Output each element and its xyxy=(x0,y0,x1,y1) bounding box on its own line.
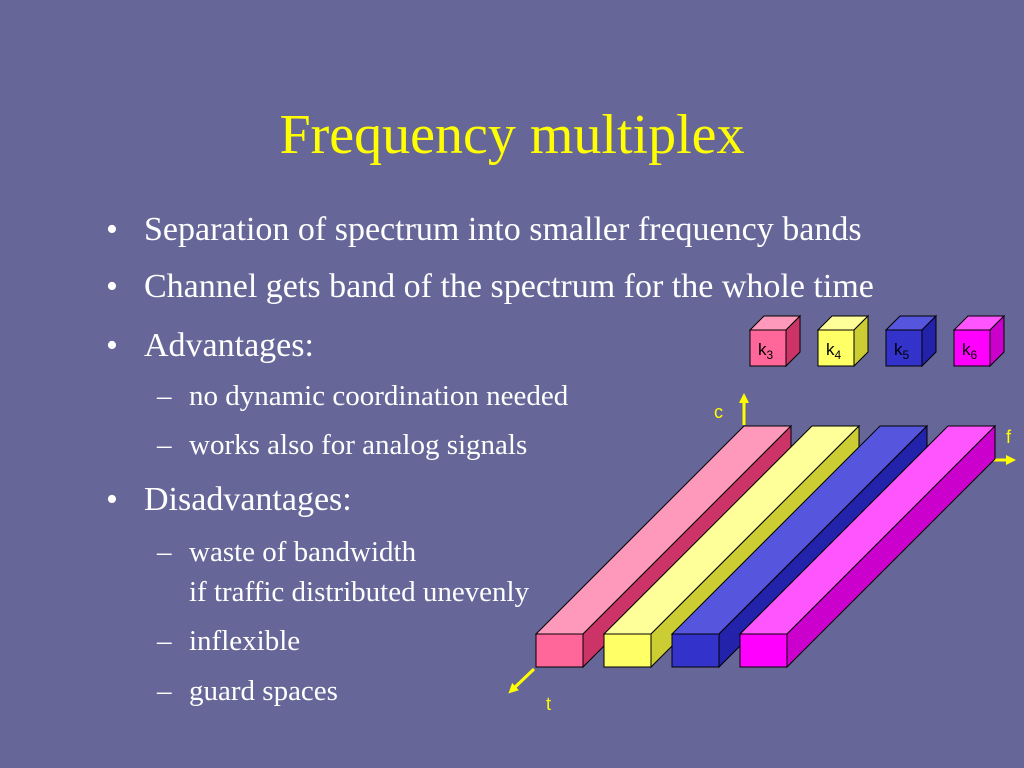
channel-cube-front xyxy=(953,329,991,367)
channel-letter: k xyxy=(758,340,767,359)
sub-bullet-marker: – xyxy=(157,625,172,657)
channel-label: k3 xyxy=(758,340,774,362)
channel-index: 3 xyxy=(767,348,774,362)
bullet-text: Disadvantages: xyxy=(144,481,352,518)
channel-letter: k xyxy=(826,340,835,359)
channel-bars xyxy=(534,424,997,669)
axes-group: c f t xyxy=(508,393,1016,714)
channel-cube-k5: k5 xyxy=(884,314,938,368)
bullet-text: Separation of spectrum into smaller freq… xyxy=(144,211,862,248)
sub-bullet-text: no dynamic coordination needed xyxy=(189,380,569,412)
c-axis-label: c xyxy=(714,402,723,422)
sub-bullet-text: works also for analog signals xyxy=(189,429,528,461)
channel-bar-front xyxy=(603,633,652,668)
sub-bullet-continuation: if traffic distributed unevenly xyxy=(189,574,529,610)
slide-title: Frequency multiplex xyxy=(279,104,745,166)
bullet-marker: • xyxy=(106,211,118,248)
channel-bar-k6 xyxy=(738,424,997,669)
bullet-item: • Disadvantages: xyxy=(106,480,352,520)
channel-cube-k4: k4 xyxy=(816,314,870,368)
channel-cube-k3: k3 xyxy=(748,314,802,368)
t-axis-label: t xyxy=(546,694,551,714)
bullet-item: • Advantages: xyxy=(106,326,314,366)
channel-bar-front xyxy=(535,633,584,668)
sub-bullet-item: – works also for analog signals xyxy=(157,427,528,463)
channel-index: 6 xyxy=(971,348,978,362)
bullet-marker: • xyxy=(106,268,118,305)
sub-bullet-marker: – xyxy=(157,380,172,412)
bullet-item: • Channel gets band of the spectrum for … xyxy=(106,267,874,307)
sub-bullet-item: – guard spaces xyxy=(157,673,338,709)
channel-label: k6 xyxy=(962,340,978,362)
bullet-text: Advantages: xyxy=(144,327,314,364)
bullet-marker: • xyxy=(106,327,118,364)
sub-bullet-text: waste of bandwidth xyxy=(189,536,417,568)
t-axis-arrow xyxy=(508,667,536,694)
channel-bar-front xyxy=(671,633,720,668)
sub-bullet-marker: – xyxy=(157,536,172,568)
channel-letter: k xyxy=(962,340,971,359)
sub-bullet-text: guard spaces xyxy=(189,675,338,707)
channel-label: k4 xyxy=(826,340,842,362)
sub-bullet-text: inflexible xyxy=(189,625,301,657)
sub-bullet-marker: – xyxy=(157,675,172,707)
sub-bullet-item: – inflexible xyxy=(157,623,301,659)
channel-label: k5 xyxy=(894,340,910,362)
sub-bullet-text: if traffic distributed unevenly xyxy=(189,576,530,608)
sub-bullet-item: – waste of bandwidth xyxy=(157,534,417,570)
channel-letter: k xyxy=(894,340,903,359)
channel-index: 5 xyxy=(903,348,910,362)
channel-bar-front xyxy=(739,633,788,668)
channel-cube-front xyxy=(885,329,923,367)
bullet-marker: • xyxy=(106,481,118,518)
sub-bullet-marker: – xyxy=(157,429,172,461)
bullet-text: Channel gets band of the spectrum for th… xyxy=(144,268,874,305)
channel-cube-front xyxy=(817,329,855,367)
channel-cube-front xyxy=(749,329,787,367)
channel-cube-k6: k6 xyxy=(952,314,1006,368)
sub-bullet-item: – no dynamic coordination needed xyxy=(157,378,569,414)
channel-index: 4 xyxy=(835,348,842,362)
bullet-item: • Separation of spectrum into smaller fr… xyxy=(106,210,862,250)
f-axis-label: f xyxy=(1006,427,1012,447)
